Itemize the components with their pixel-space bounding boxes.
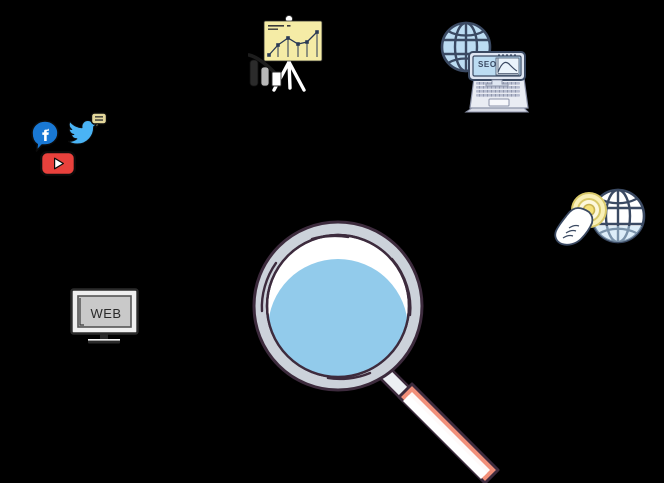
seo-screen-text: SEO bbox=[478, 60, 497, 69]
laptop-icon bbox=[464, 77, 530, 113]
chat-bubble-icon[interactable] bbox=[90, 112, 108, 128]
social-media-cluster bbox=[30, 112, 120, 180]
magnifier-icon[interactable] bbox=[240, 205, 520, 483]
presentation-easel bbox=[234, 14, 344, 106]
click-globe-group bbox=[552, 186, 648, 248]
magnifier-lens bbox=[265, 233, 411, 379]
seo-screen-icon bbox=[468, 51, 526, 87]
monitor-group[interactable]: WEB bbox=[70, 288, 140, 344]
bar-1 bbox=[249, 59, 259, 87]
globe-laptop-group: SEO bbox=[436, 20, 534, 114]
bar-3 bbox=[271, 71, 282, 87]
magnifier-handle bbox=[378, 366, 500, 483]
bar-2 bbox=[260, 66, 270, 87]
facebook-icon[interactable] bbox=[30, 120, 60, 152]
magnifier-rim-accents bbox=[260, 234, 412, 381]
monitor-web-text: WEB bbox=[90, 305, 122, 321]
seo-screen-chart bbox=[497, 61, 518, 73]
hand-pointer-icon bbox=[554, 207, 594, 246]
youtube-icon[interactable] bbox=[40, 151, 76, 176]
bar-chart-group bbox=[247, 48, 288, 88]
